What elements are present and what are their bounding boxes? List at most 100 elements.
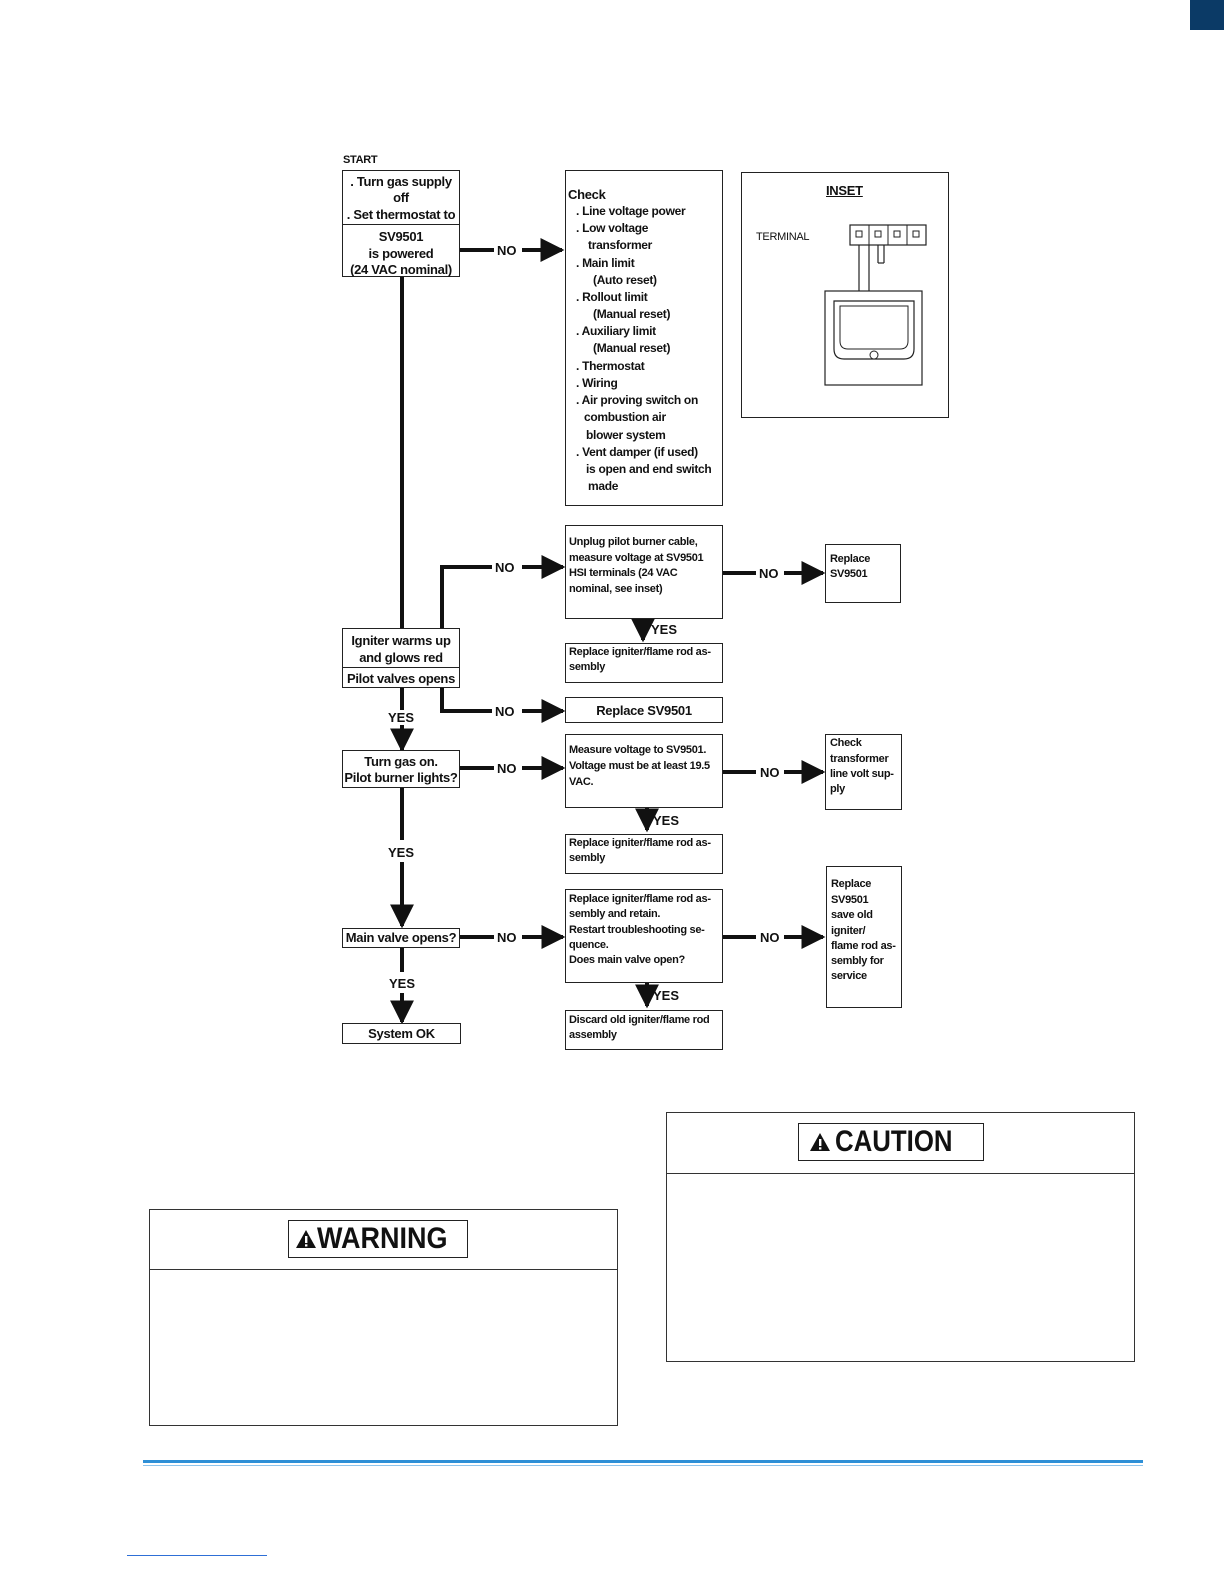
no-label: NO xyxy=(495,560,515,575)
caution-notice: CAUTION xyxy=(666,1112,1135,1362)
check-item: . Line voltage power xyxy=(576,204,686,218)
check-transformer-line: Check xyxy=(830,737,862,749)
page-edge-tab xyxy=(1190,0,1224,30)
replace-sv-line: SV9501 xyxy=(830,568,868,580)
main-valve-line: Main valve opens? xyxy=(345,930,457,945)
footer-rule-thin xyxy=(143,1465,1143,1466)
check-item: blower system xyxy=(586,428,666,442)
yes-label: YES xyxy=(388,710,415,725)
yes-label: YES xyxy=(388,845,415,860)
check-item: . Auxiliary limit xyxy=(576,324,656,338)
check-item: . Vent damper (if used) xyxy=(576,445,698,459)
check-item: . Rollout limit xyxy=(576,290,648,304)
replace-igniter-line: sembly xyxy=(569,852,606,864)
measure-line: VAC. xyxy=(569,776,594,788)
warning-notice: WARNING xyxy=(149,1209,618,1426)
replace-sv-line: Replace SV9501 xyxy=(596,703,692,718)
unplug-line: nominal, see inset) xyxy=(569,583,663,595)
check-item: . Air proving switch on xyxy=(576,393,698,407)
box-divider xyxy=(343,667,459,668)
no-label: NO xyxy=(760,930,780,945)
replace-sv-line: Replace xyxy=(830,553,871,565)
check-item: is open and end switch xyxy=(586,462,712,476)
replace-igniter-line: Replace igniter/flame rod as- xyxy=(569,837,711,849)
start-box: . Turn gas supply off . Set thermostat t… xyxy=(342,170,460,277)
check-item: transformer xyxy=(588,238,653,252)
check-item: . Thermostat xyxy=(576,359,645,373)
igniter-line: Igniter warms up xyxy=(351,633,451,648)
warning-badge: WARNING xyxy=(288,1220,468,1258)
replace-save-line: Replace xyxy=(831,878,872,890)
terminal-label: TERMINAL xyxy=(756,231,810,243)
replace-save-line: service xyxy=(831,970,867,982)
start-box-line: . Turn gas supply xyxy=(350,174,452,189)
check-transformer-line: transformer xyxy=(830,753,889,765)
replace-retain-line: quence. xyxy=(569,939,609,951)
replace-igniter-line: Replace igniter/flame rod as- xyxy=(569,646,711,658)
measure-line: Voltage must be at least 19.5 xyxy=(569,760,710,772)
turn-gas-line: Pilot burner lights? xyxy=(344,770,458,785)
yes-label: YES xyxy=(651,622,678,637)
inset-box: INSET TERMINAL xyxy=(741,172,949,418)
discard-line: assembly xyxy=(569,1029,617,1041)
measure-voltage-box: Measure voltage to SV9501. Voltage must … xyxy=(565,734,723,808)
check-item: . Wiring xyxy=(576,376,618,390)
check-box-title: Check xyxy=(568,187,606,202)
powered-box-line: SV9501 xyxy=(378,229,424,244)
replace-retain-line: Replace igniter/flame rod as- xyxy=(569,893,711,905)
check-item: . Main limit xyxy=(576,256,635,270)
no-label: NO xyxy=(497,930,517,945)
replace-retain-box: Replace igniter/flame rod as- sembly and… xyxy=(565,889,723,983)
replace-save-box: Replace SV9501 save old igniter/ flame r… xyxy=(826,866,902,1008)
check-box: Check . Line voltage power . Low voltage… xyxy=(565,170,723,506)
replace-save-line: igniter/ xyxy=(831,925,866,937)
check-item: combustion air xyxy=(584,410,666,424)
replace-save-line: flame rod as- xyxy=(831,940,896,952)
control-module-icon xyxy=(824,224,927,386)
replace-sv9501-box-1: Replace SV9501 xyxy=(825,544,901,603)
warning-triangle-icon xyxy=(810,1133,830,1151)
check-transformer-box: Check transformer line volt sup- ply xyxy=(825,734,902,810)
unplug-line: measure voltage at SV9501 xyxy=(569,552,704,564)
igniter-line: and glows red xyxy=(359,650,443,665)
replace-igniter-box-2: Replace igniter/flame rod as- sembly xyxy=(565,834,723,874)
turn-gas-line: Turn gas on. xyxy=(364,754,438,769)
replace-retain-line: Restart troubleshooting se- xyxy=(569,924,705,936)
turn-gas-box: Turn gas on. Pilot burner lights? xyxy=(342,750,460,788)
warning-label: WARNING xyxy=(317,1222,448,1255)
check-item: (Manual reset) xyxy=(593,307,671,321)
no-label: NO xyxy=(497,761,517,776)
no-label: NO xyxy=(497,243,517,258)
footer-rule xyxy=(143,1460,1143,1463)
check-item: . Low voltage xyxy=(576,221,649,235)
inset-title: INSET xyxy=(826,183,863,198)
caution-badge: CAUTION xyxy=(798,1123,984,1161)
check-item: made xyxy=(588,479,619,493)
footer-link-underline[interactable] xyxy=(127,1555,267,1556)
replace-sv9501-box-2: Replace SV9501 xyxy=(565,697,723,723)
unplug-line: Unplug pilot burner cable, xyxy=(569,536,698,548)
check-transformer-line: line volt sup- xyxy=(830,768,894,780)
start-box-line: off xyxy=(393,190,409,205)
yes-label: YES xyxy=(653,988,680,1003)
replace-igniter-line: sembly xyxy=(569,661,606,673)
replace-retain-line: Does main valve open? xyxy=(569,954,685,966)
start-label: START xyxy=(343,154,378,166)
check-item: (Auto reset) xyxy=(593,273,657,287)
discard-line: Discard old igniter/flame rod xyxy=(569,1014,710,1026)
unplug-line: HSI terminals (24 VAC xyxy=(569,567,678,579)
replace-save-line: SV9501 xyxy=(831,894,869,906)
start-box-line: . Set thermostat to xyxy=(346,207,456,222)
check-item: (Manual reset) xyxy=(593,341,671,355)
powered-box-line: (24 VAC nominal) xyxy=(350,262,452,277)
system-ok-line: System OK xyxy=(368,1026,435,1041)
warning-triangle-icon xyxy=(296,1230,316,1248)
system-ok-box: System OK xyxy=(342,1023,461,1044)
igniter-line: Pilot valves opens xyxy=(346,671,456,686)
replace-igniter-box-1: Replace igniter/flame rod as- sembly xyxy=(565,643,723,683)
check-transformer-line: ply xyxy=(830,783,845,795)
no-label: NO xyxy=(759,566,779,581)
unplug-box: Unplug pilot burner cable, measure volta… xyxy=(565,525,723,619)
replace-retain-line: sembly and retain. xyxy=(569,908,661,920)
